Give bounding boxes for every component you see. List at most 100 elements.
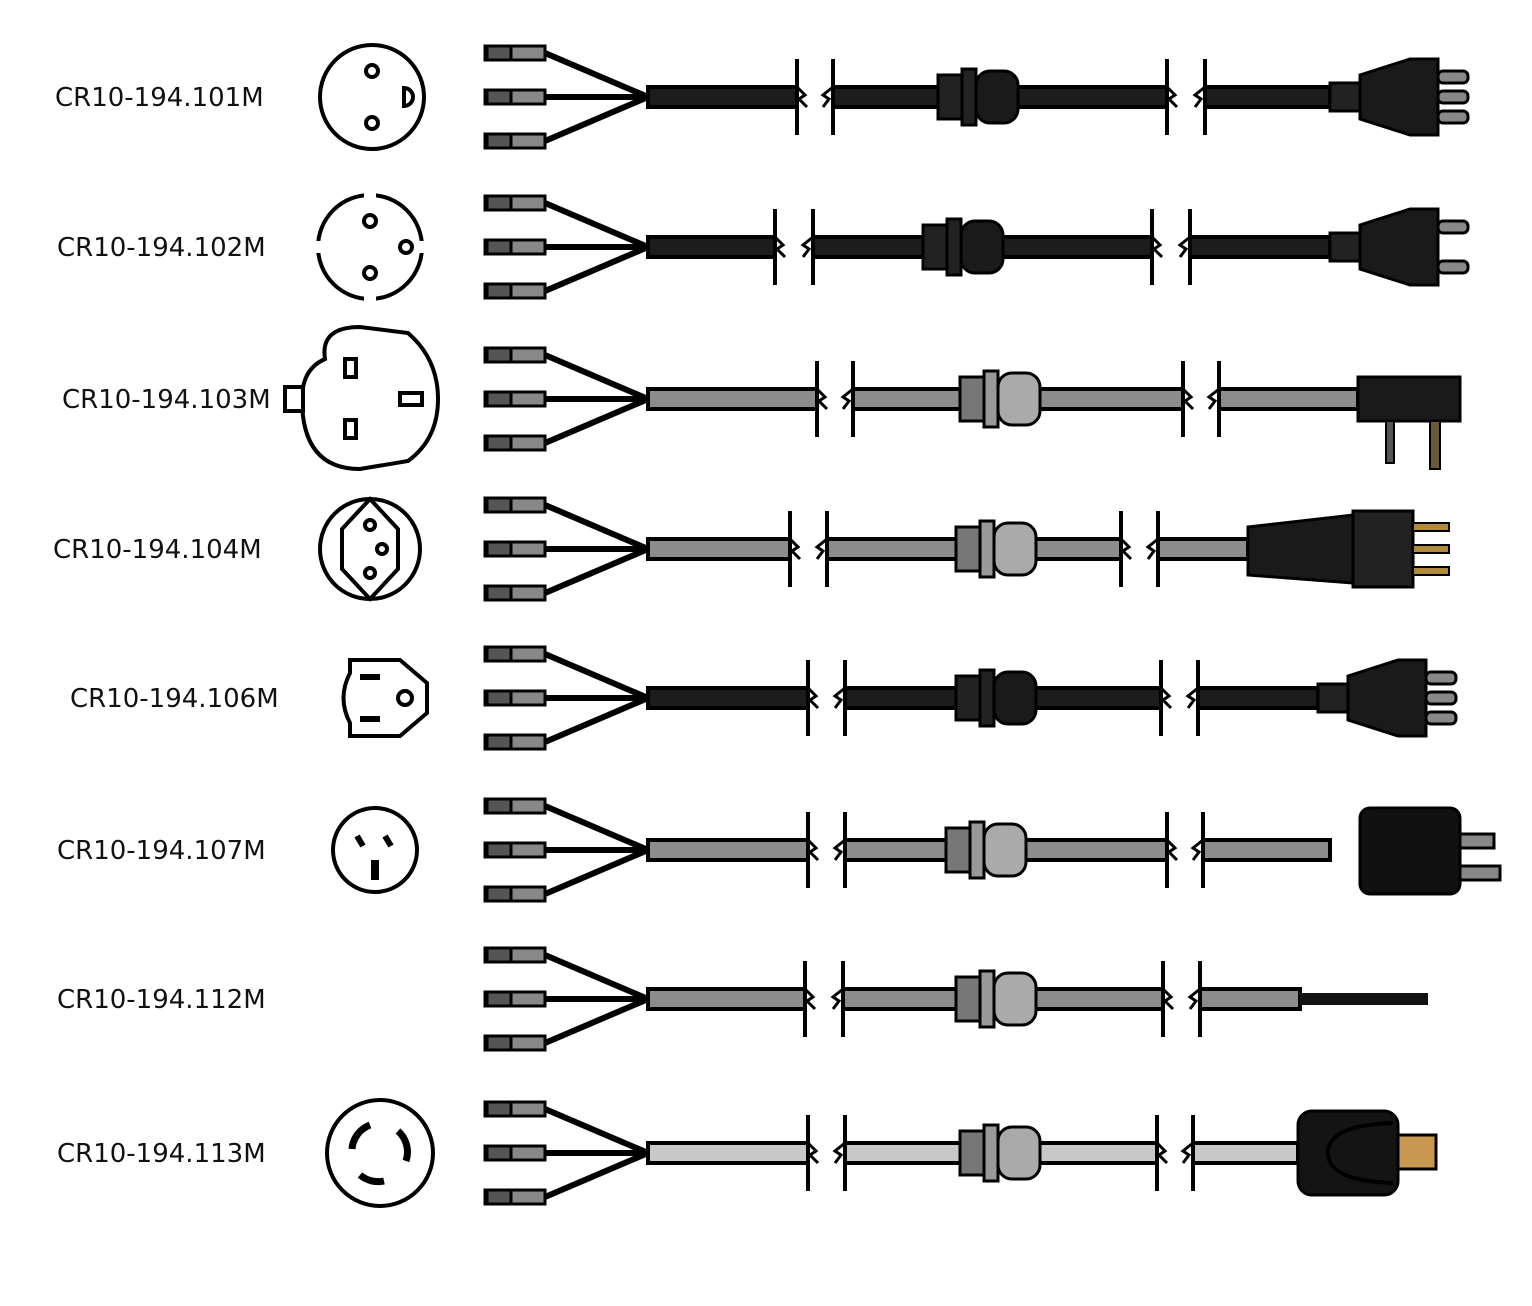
wire-lead xyxy=(543,396,650,446)
terminal-barrel xyxy=(485,689,513,707)
nema-5-15-socket-icon xyxy=(341,658,429,738)
cable-gland-icon xyxy=(944,820,1028,880)
cable-segment xyxy=(646,987,807,1011)
cable-segment xyxy=(1203,85,1332,109)
terminal-barrel xyxy=(485,346,513,364)
break-mark xyxy=(820,85,834,108)
break-mark xyxy=(800,235,814,258)
part-number-label: CR10-194.106M xyxy=(70,684,279,714)
danish-plug-icon xyxy=(1328,57,1470,137)
part-number-label: CR10-194.113M xyxy=(57,1139,266,1169)
break-mark xyxy=(1145,537,1159,560)
terminal-barrel xyxy=(485,990,513,1008)
terminal-barrel xyxy=(485,1188,513,1206)
cord-row: CR10-194.113M xyxy=(57,1098,1438,1208)
terminal-barrel xyxy=(485,282,513,300)
terminal-barrel xyxy=(485,132,513,150)
break-mark xyxy=(832,838,846,861)
cord-row: CR10-194.107M xyxy=(57,797,1502,903)
danish-socket-icon xyxy=(318,43,426,151)
break-mark xyxy=(1185,686,1199,709)
break-mark xyxy=(1187,987,1201,1010)
break-mark xyxy=(840,387,854,410)
break-mark xyxy=(806,686,820,710)
break-mark xyxy=(806,1141,820,1165)
cable-segment xyxy=(646,838,810,862)
part-number-label: CR10-194.107M xyxy=(57,836,266,866)
break-mark xyxy=(1190,838,1204,861)
cable-gland-icon xyxy=(921,217,1005,277)
uk-plug-icon xyxy=(1356,375,1462,470)
wire-lead xyxy=(543,502,650,552)
cable-segment xyxy=(1191,1141,1300,1165)
cord-row: CR10-194.112M xyxy=(57,946,1428,1052)
break-mark xyxy=(1177,235,1191,258)
break-mark xyxy=(1161,987,1175,1011)
part-number-label: CR10-194.112M xyxy=(57,985,266,1015)
break-mark xyxy=(1155,1141,1169,1165)
terminal-barrel xyxy=(485,645,513,663)
break-mark xyxy=(814,537,828,560)
terminal-barrel xyxy=(485,540,513,558)
break-mark xyxy=(1150,235,1164,259)
australian-socket-icon xyxy=(331,806,419,894)
cable-segment xyxy=(1156,537,1250,561)
cable-segment xyxy=(646,1141,810,1165)
cord-row: CR10-194.103M xyxy=(62,324,1462,472)
cord-row: CR10-194.101M xyxy=(55,43,1470,151)
wire-lead xyxy=(543,996,650,1046)
terminal-barrel xyxy=(485,238,513,256)
break-mark xyxy=(1159,686,1173,710)
wire-lead xyxy=(543,1150,650,1200)
terminal-barrel xyxy=(485,1144,513,1162)
break-mark xyxy=(1165,85,1179,109)
wire-lead xyxy=(543,50,650,100)
cable-gland-icon xyxy=(958,369,1042,429)
wire-lead xyxy=(543,352,650,402)
cable-segment xyxy=(646,235,777,259)
wire-lead xyxy=(543,1106,650,1156)
wire-lead xyxy=(543,546,650,596)
swiss-socket-icon xyxy=(318,496,422,602)
cable-segment xyxy=(1188,235,1332,259)
wire-lead xyxy=(543,803,650,853)
cable-gland-icon xyxy=(936,67,1020,127)
terminal-barrel xyxy=(485,946,513,964)
cable-segment xyxy=(1217,387,1360,411)
break-mark xyxy=(1181,387,1195,411)
twist-lock-plug-icon xyxy=(1296,1109,1438,1197)
wire-lead xyxy=(543,695,650,745)
wire-lead xyxy=(543,244,650,294)
part-number-label: CR10-194.102M xyxy=(57,233,266,263)
cable-segment xyxy=(646,387,819,411)
break-mark xyxy=(806,838,820,862)
terminal-barrel xyxy=(485,194,513,212)
cable-segment xyxy=(1201,838,1332,862)
cord-row: CR10-194.104M xyxy=(53,496,1450,602)
uk-socket-icon xyxy=(283,324,441,472)
break-mark xyxy=(1206,387,1220,410)
break-mark xyxy=(773,235,787,259)
wire-lead xyxy=(543,651,650,701)
terminal-barrel xyxy=(485,44,513,62)
cable-gland-icon xyxy=(954,969,1038,1029)
cord-row: CR10-194.102M xyxy=(57,192,1470,302)
swiss-plug-icon xyxy=(1246,509,1450,589)
cable-gland-icon xyxy=(954,668,1038,728)
terminal-barrel xyxy=(485,434,513,452)
terminal-barrel xyxy=(485,733,513,751)
wire-lead xyxy=(543,200,650,250)
cable-segment xyxy=(1198,987,1302,1011)
cable-segment xyxy=(646,85,799,109)
break-mark xyxy=(803,987,817,1011)
part-number-label: CR10-194.101M xyxy=(55,83,264,113)
cable-gland-icon xyxy=(958,1123,1042,1183)
cable-segment xyxy=(646,686,810,710)
part-number-label: CR10-194.104M xyxy=(53,535,262,565)
schuko-socket-icon xyxy=(315,192,425,302)
break-mark xyxy=(1180,1141,1194,1164)
cable-segment xyxy=(1196,686,1320,710)
australian-plug-icon xyxy=(1358,806,1502,896)
